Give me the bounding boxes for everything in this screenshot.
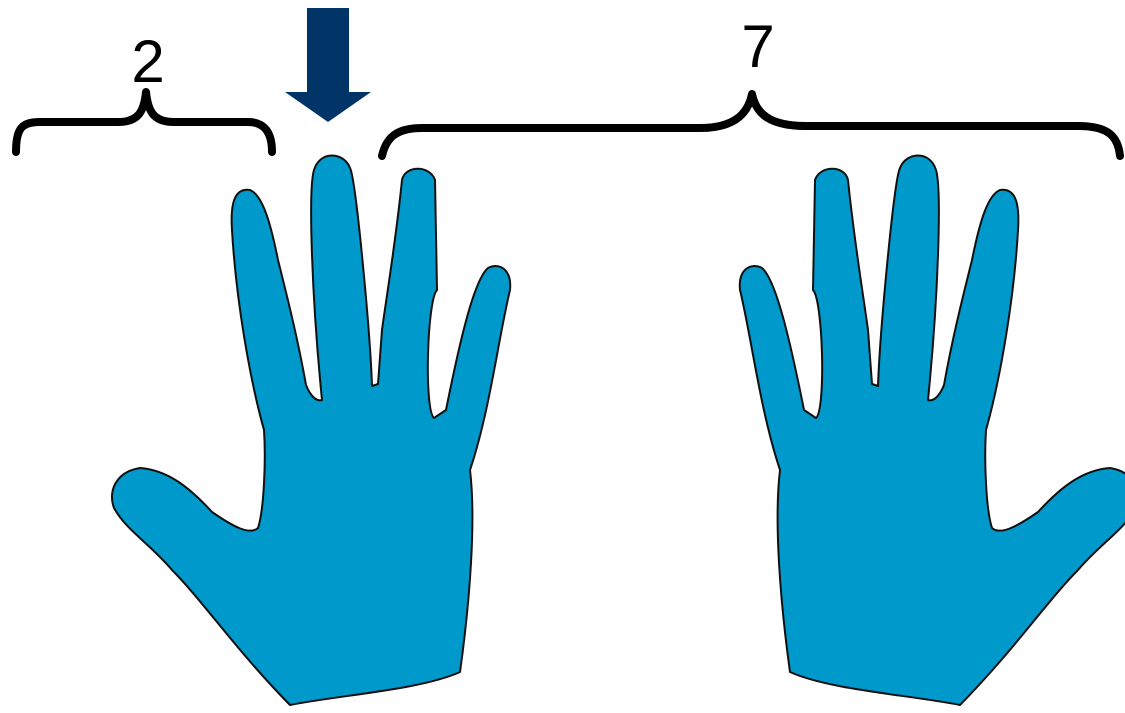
right-hand-shape — [738, 154, 1125, 706]
left-count-label: 2 — [131, 28, 164, 95]
down-arrow-icon — [285, 8, 371, 122]
right-hand-icon — [738, 154, 1125, 706]
right-count-label: 7 — [741, 13, 774, 80]
left-brace — [12, 88, 276, 156]
right-brace — [378, 90, 1124, 160]
left-hand-icon — [111, 154, 512, 706]
left-hand-shape — [111, 154, 512, 706]
